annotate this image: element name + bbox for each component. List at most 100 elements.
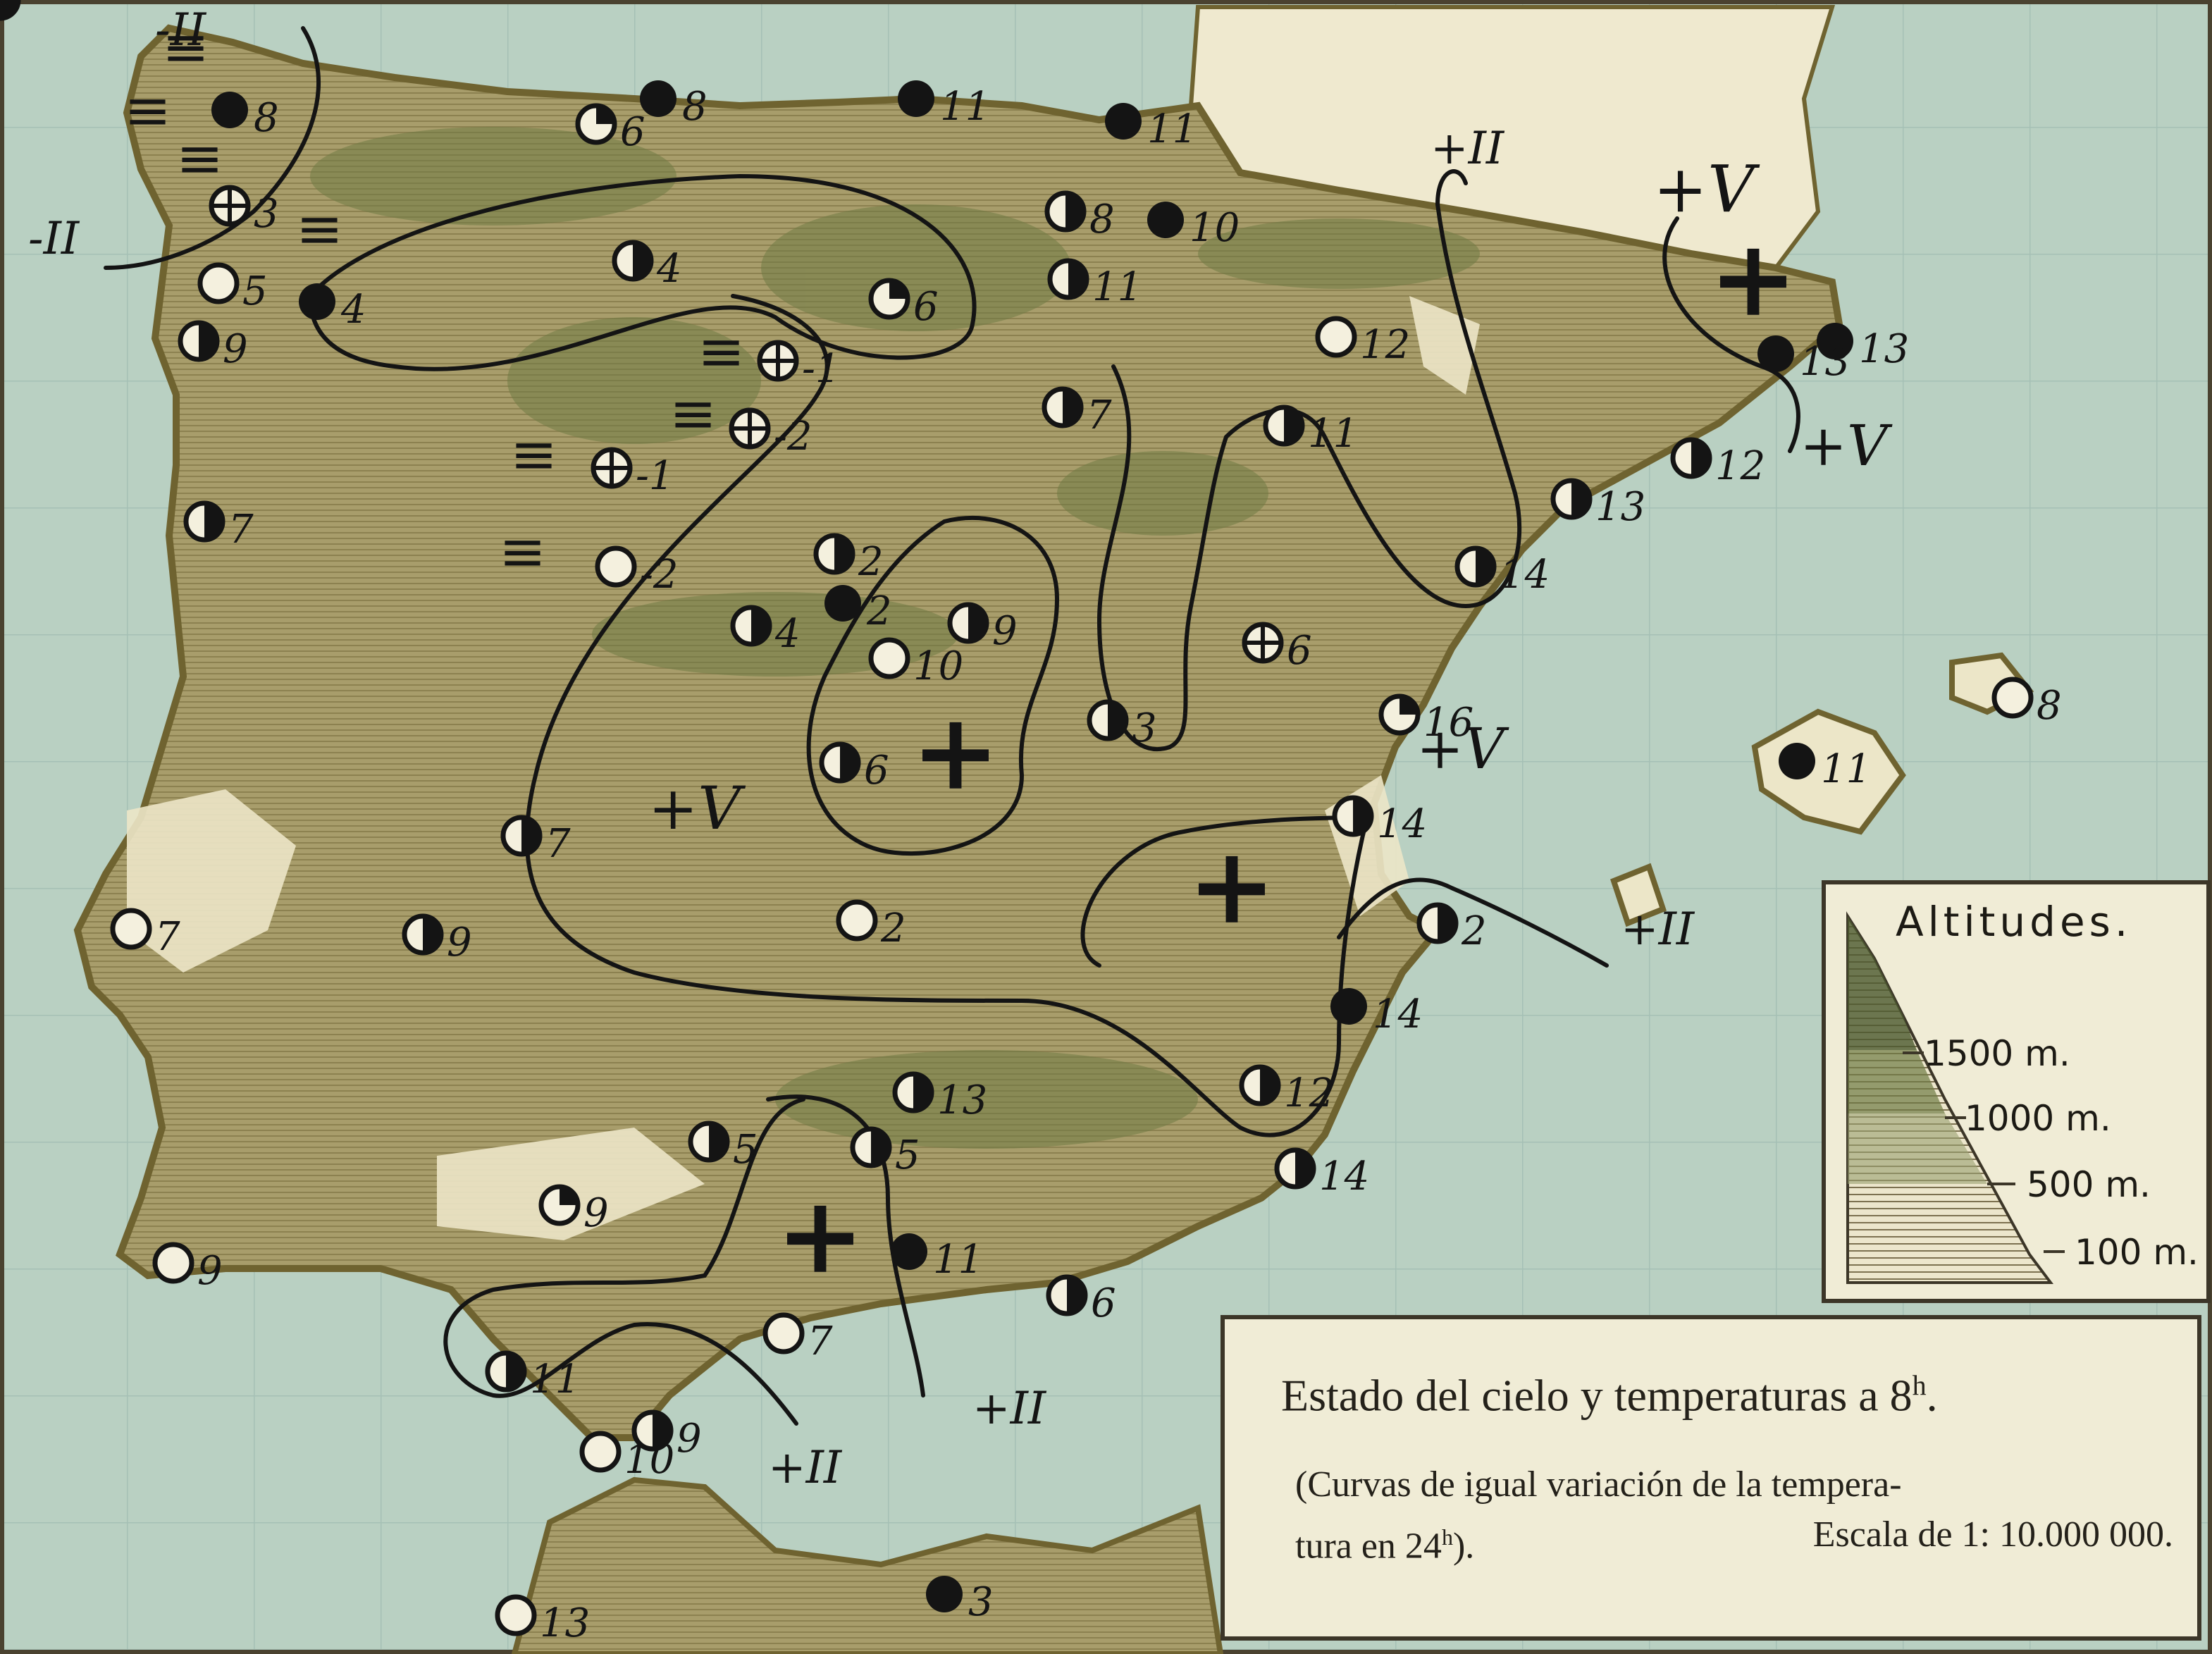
station-value: 11: [933, 1237, 983, 1283]
station-value: 4: [656, 246, 682, 292]
station-value: 2: [858, 539, 884, 585]
station-value: 5: [895, 1133, 920, 1178]
station-value: 12: [1284, 1070, 1334, 1116]
map-note-line-2: tura en 24h).: [1295, 1511, 2162, 1572]
isoline-label: -II: [28, 213, 80, 265]
station-value: 8: [1089, 197, 1115, 242]
station-marker: [850, 1126, 892, 1168]
station-marker: [183, 500, 225, 543]
island-mallorca: [1751, 708, 1906, 835]
legend-level: 1500 m.: [1924, 1033, 2070, 1074]
isoline-label: +II: [1431, 123, 1505, 175]
station-value: 2: [866, 588, 892, 634]
map-title-end: .: [1926, 1370, 1938, 1421]
isoline-label: +V: [1800, 413, 1893, 479]
station-marker: [1274, 1147, 1316, 1190]
station-marker: [819, 741, 861, 784]
isoline: [308, 173, 977, 371]
station-marker: [926, 1576, 963, 1612]
weather-marks-layer: ≡≡≡≡≡≡≡≡: [124, 14, 745, 584]
station-marker: [640, 80, 676, 117]
station-marker: [1332, 795, 1374, 837]
station-value: 6: [864, 748, 889, 794]
map-scale: Escala de 1: 10.000 000.: [1812, 1514, 2173, 1555]
station-value: 7: [545, 821, 571, 867]
station-marker: [209, 185, 251, 227]
station-value: -2: [774, 414, 812, 459]
weather-mark: ≡: [176, 125, 223, 191]
station-marker: [211, 92, 248, 128]
station-marker: [495, 1594, 537, 1636]
station-value: 9: [447, 920, 472, 965]
isoline-labels-layer: -II-II+II+V+V+V+V+II+II+II: [28, 4, 1893, 1494]
station-marker: [824, 585, 861, 622]
region-signs-layer: ++++: [776, 216, 1798, 1297]
isoline: [766, 1094, 925, 1397]
weather-mark: ≡: [296, 196, 343, 261]
station-marker: [1670, 437, 1712, 479]
station-value: 9: [583, 1190, 609, 1236]
station-value: 13: [1800, 339, 1850, 385]
station-value: 16: [1423, 700, 1473, 746]
station-marker: [178, 320, 220, 362]
station-value: 6: [1091, 1280, 1116, 1326]
map-note: (Curvas de igual variación de la tempera…: [1295, 1459, 2162, 1572]
station-value: 11: [1147, 106, 1197, 152]
station-marker: [757, 340, 799, 382]
station-marker: [591, 447, 633, 489]
station-value: -2: [640, 552, 679, 598]
station-value: 14: [1373, 992, 1423, 1037]
station-marker: [891, 1233, 927, 1270]
island-ibiza: [1610, 863, 1667, 927]
station-marker: [1046, 1274, 1088, 1316]
weather-mark: ≡: [124, 78, 171, 143]
station-value: 14: [1377, 801, 1427, 847]
station-value: 13: [540, 1600, 590, 1646]
station-marker: [892, 1071, 934, 1113]
station-value: 9: [223, 326, 248, 372]
region-sign: +: [1187, 824, 1276, 948]
station-value: 9: [676, 1416, 702, 1462]
weather-mark: ≡: [698, 319, 745, 384]
station-marker: [402, 913, 444, 956]
station-marker: [1817, 323, 1853, 359]
isoline-label: -II: [155, 4, 207, 56]
isoline-label: +II: [768, 1442, 843, 1494]
altitude-legend: Altitudes. 1500 m. 1000 m. 500 m. 100 m.: [1822, 880, 2211, 1303]
map-title-hour-sup: h: [1912, 1369, 1927, 1401]
station-marker: [538, 1184, 581, 1226]
station-value: 11: [530, 1357, 580, 1402]
isoline-label: +V: [1653, 152, 1760, 227]
station-value: 9: [197, 1248, 223, 1294]
station-marker: [688, 1121, 730, 1163]
weather-mark: ≡: [162, 14, 209, 80]
station-value: 7: [155, 914, 180, 960]
station-value: 8: [682, 84, 708, 130]
station-marker: [898, 80, 934, 117]
station-value: -1: [636, 453, 674, 499]
africa-coast: [511, 1476, 1224, 1654]
isoline: [1662, 216, 1800, 453]
station-value: 4: [774, 611, 801, 657]
station-marker: [197, 262, 240, 304]
region-sign: +: [1709, 216, 1798, 340]
station-marker: [1242, 622, 1284, 664]
station-marker: [1047, 258, 1089, 300]
legend-level: 1000 m.: [1965, 1098, 2111, 1139]
station-marker: [299, 283, 335, 320]
station-marker: [1044, 190, 1087, 233]
legend-level: 100 m.: [2075, 1232, 2199, 1273]
station-marker: [579, 1431, 622, 1473]
station-value: 11: [1092, 264, 1142, 310]
station-value: 7: [808, 1319, 833, 1364]
station-value: 5: [733, 1127, 758, 1173]
map-title: Estado del cielo y temperaturas a 8h.: [1281, 1369, 1938, 1421]
station-marker: [485, 1350, 527, 1393]
station-value: 11: [1821, 746, 1871, 792]
station-value: 3: [968, 1579, 994, 1625]
weather-mark: ≡: [510, 421, 557, 487]
station-value: -1: [802, 346, 841, 392]
station-value: 9: [992, 608, 1018, 654]
